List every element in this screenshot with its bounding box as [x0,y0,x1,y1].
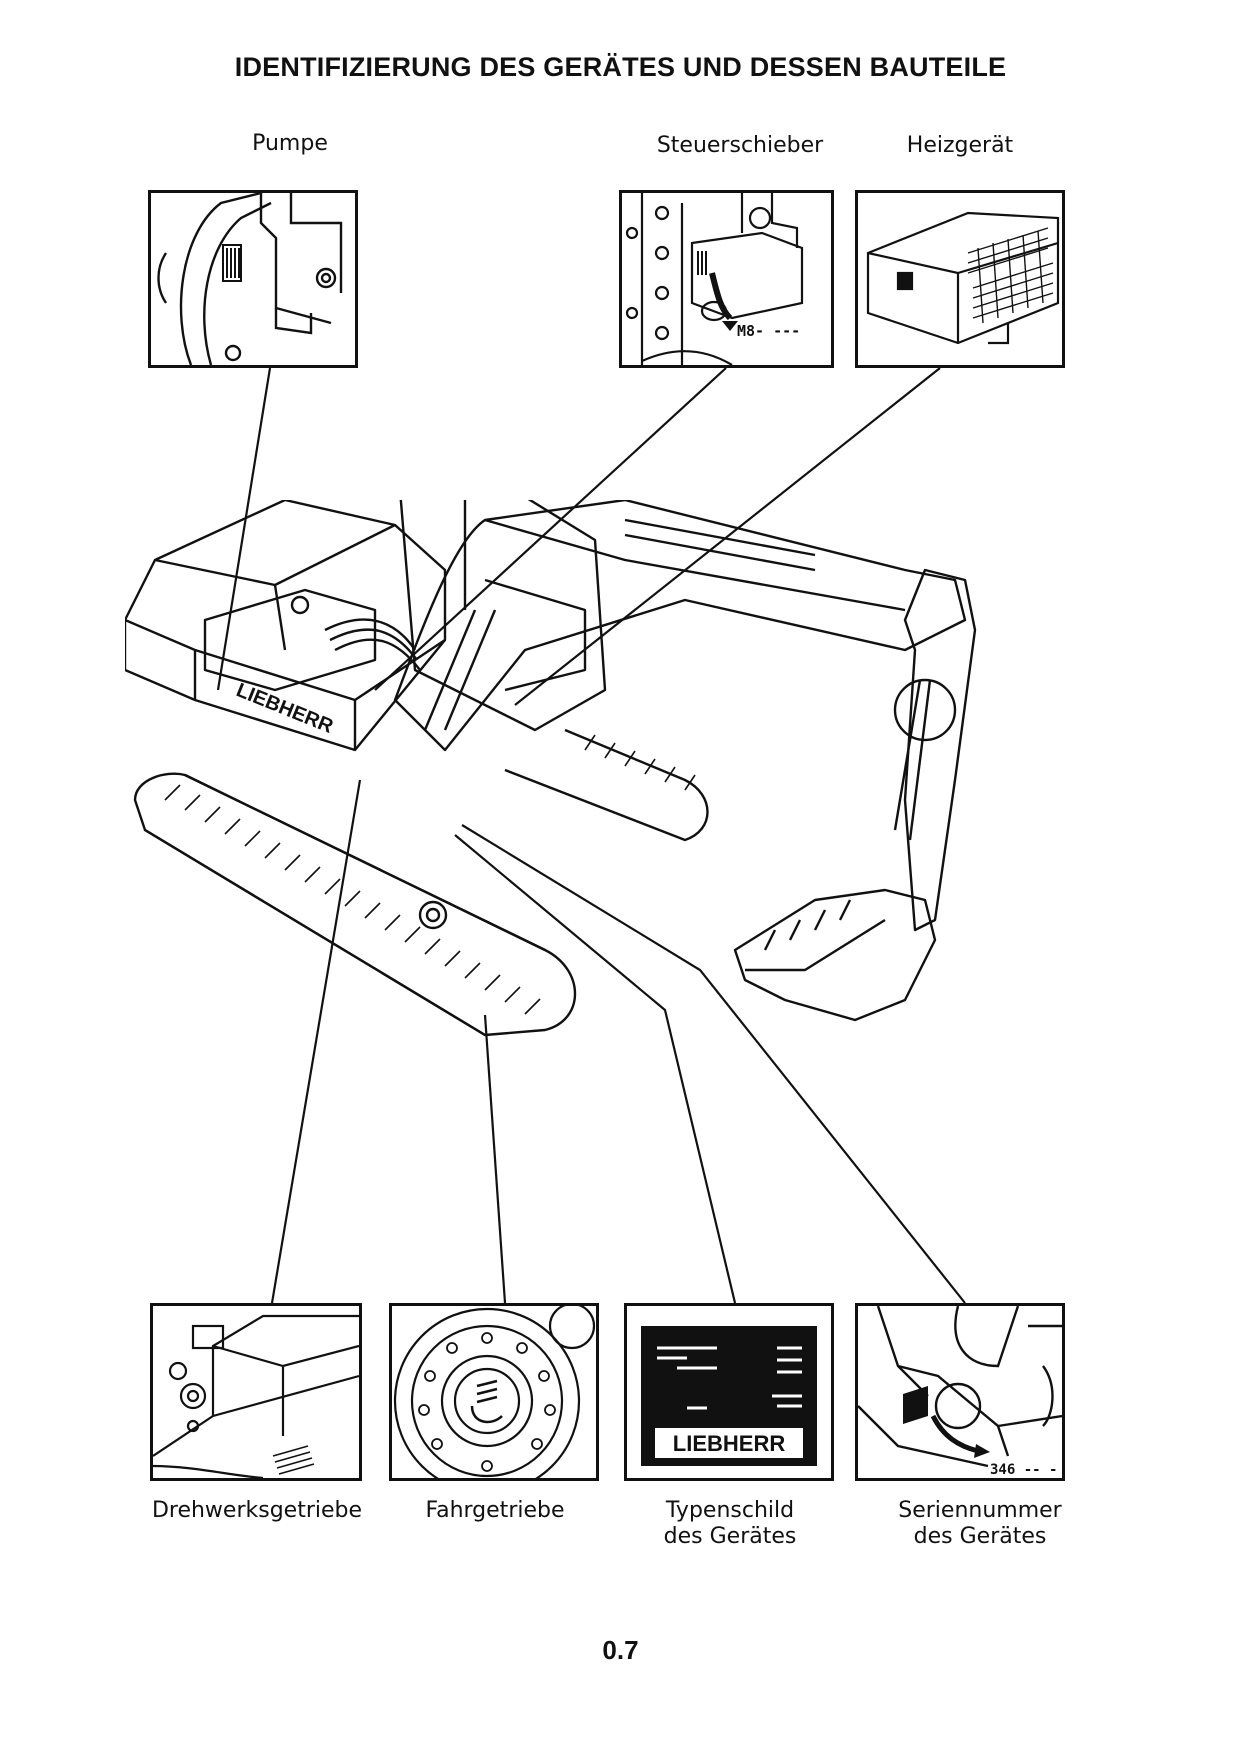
label-pumpe: Pumpe [252,131,328,156]
valve-marking: M8- --- [737,322,800,340]
leader-drehwerksgetriebe [270,779,362,1304]
label-typenschild: Typenschild des Gerätes [630,1498,830,1550]
label-seriennummer-line1: Seriennummer [898,1498,1062,1523]
panel-seriennummer: 346 -- - [855,1303,1065,1481]
leader-fahrgetriebe [483,1014,507,1304]
control-valve-detail-icon: M8- --- [625,193,804,365]
serial-number-detail-icon: 346 -- - [858,1306,1062,1478]
excavator-illustration-icon: LIEBHERR [125,500,977,1037]
travel-gear-detail-icon [393,1306,596,1478]
pump-detail-icon [157,193,343,365]
boom [393,500,967,752]
serial-marking: 346 -- - [990,1462,1057,1478]
page-number: 0.7 [602,1635,639,1665]
type-plate-detail-icon: LIEBHERR [641,1326,817,1466]
panel-typenschild: LIEBHERR [624,1303,834,1481]
leader-pumpe [216,367,272,691]
label-drehwerksgetriebe: Drehwerksgetriebe [151,1498,363,1523]
panel-drehwerksgetriebe [150,1303,362,1481]
leader-typenschild [454,834,737,1304]
track-front [133,772,577,1037]
label-heizgeraet: Heizgerät [906,133,1014,158]
leader-seriennummer [461,824,966,1304]
swing-gear-detail-icon [153,1314,359,1478]
label-steuerschieber: Steuerschieber [656,133,824,158]
upper-body [125,500,447,752]
page-title: IDENTIFIZIERUNG DES GERÄTES UND DESSEN B… [234,52,1007,82]
heater-detail-icon [866,211,1060,345]
type-plate-brand: LIEBHERR [673,1431,786,1456]
panel-steuerschieber: M8- --- [619,190,834,368]
panel-heizgeraet [855,190,1065,368]
label-seriennummer: Seriennummer des Gerätes [860,1498,1100,1550]
label-typenschild-line1: Typenschild [665,1498,795,1523]
panel-fahrgetriebe [389,1303,599,1481]
panel-pumpe [148,190,358,368]
label-typenschild-line2: des Gerätes [663,1524,797,1549]
label-seriennummer-line2: des Gerätes [913,1524,1047,1549]
cab [399,500,607,732]
arm [903,568,977,932]
bucket [733,888,937,1022]
label-fahrgetriebe: Fahrgetriebe [425,1498,565,1523]
leader-steuerschieber [374,367,727,691]
